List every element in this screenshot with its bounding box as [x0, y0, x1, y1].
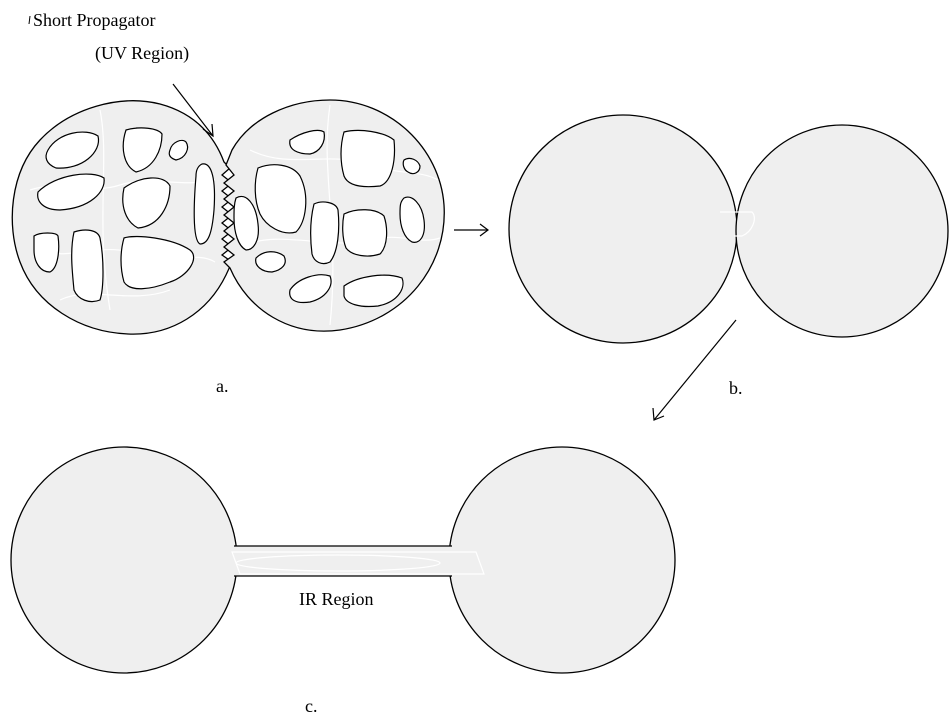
- panel-b-contact-patch: [720, 211, 755, 237]
- panel-a-label: a.: [216, 376, 229, 396]
- uv-region-label: (UV Region): [95, 43, 190, 63]
- panel-b-label: b.: [729, 378, 743, 398]
- arrow-b-to-c: [652, 319, 737, 421]
- panel-b-right-disc: [735, 124, 949, 338]
- panel-a-hadron-pair: [11, 15, 445, 335]
- panel-b-left-disc: [508, 114, 738, 344]
- uv-region-pointer-arrow: [172, 83, 214, 138]
- arrow-a-to-b: [454, 223, 489, 237]
- panel-a-right-network: [233, 129, 425, 308]
- panel-c-left-disc: [10, 446, 238, 674]
- panel-b-hadron-pair: [508, 114, 949, 344]
- panel-c-flux-tube: [10, 446, 676, 674]
- short-propagator-label: Short Propagator: [33, 10, 156, 30]
- panel-c-label: c.: [305, 696, 318, 716]
- panel-c-right-disc: [448, 446, 676, 674]
- panel-c-tube-sketch: [231, 551, 485, 575]
- short-propagator-tick: [28, 15, 31, 25]
- ir-region-label: IR Region: [299, 589, 374, 609]
- panel-a-left-network: [33, 127, 216, 303]
